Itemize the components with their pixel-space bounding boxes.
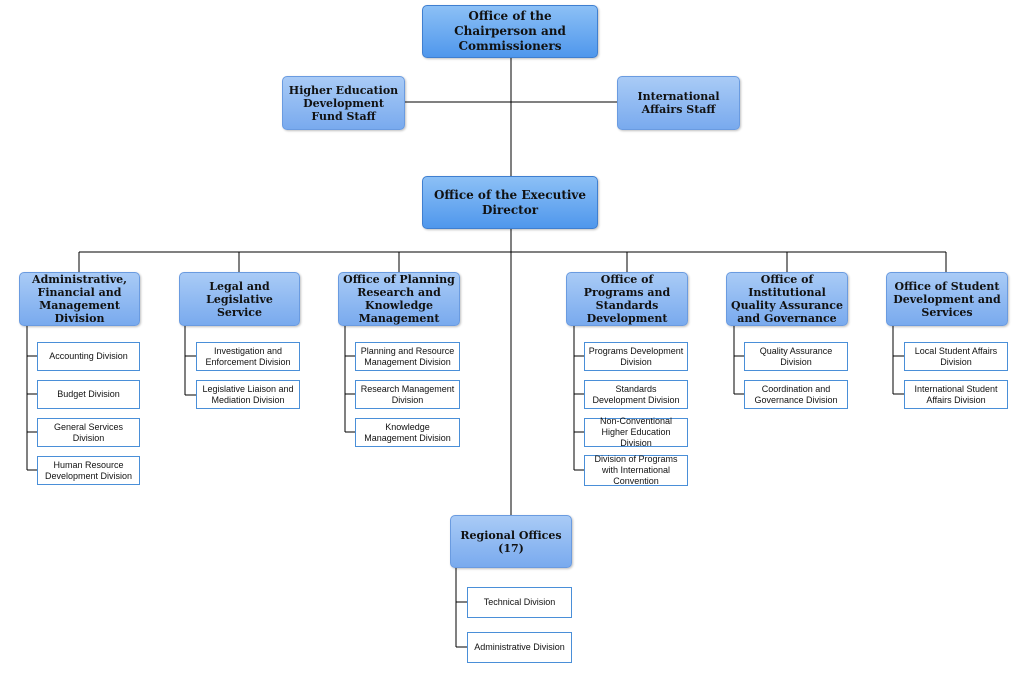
- unit-box-programs-standards: Office of Programs and Standards Develop…: [566, 272, 688, 326]
- division-box: Accounting Division: [37, 342, 140, 371]
- hedf-staff-box: Higher Education Development Fund Staff: [282, 76, 405, 130]
- division-box: Programs Development Division: [584, 342, 688, 371]
- division-box: Knowledge Management Division: [355, 418, 460, 447]
- division-box: Legislative Liaison and Mediation Divisi…: [196, 380, 300, 409]
- unit-box-quality-assurance: Office of Institutional Quality Assuranc…: [726, 272, 848, 326]
- unit-box-legal: Legal and Legislative Service: [179, 272, 300, 326]
- unit-box-admin-financial: Administrative, Financial and Management…: [19, 272, 140, 326]
- division-box: Non-Conventional Higher Education Divisi…: [584, 416, 688, 448]
- division-box: Technical Division: [467, 587, 572, 618]
- division-box: Coordination and Governance Division: [744, 380, 848, 409]
- regional-offices-box: Regional Offices (17): [450, 515, 572, 568]
- division-box: Standards Development Division: [584, 380, 688, 409]
- division-box: Planning and Resource Management Divisio…: [355, 342, 460, 371]
- executive-director-box: Office of the Executive Director: [422, 176, 598, 229]
- chairperson-office-box: Office of the Chairperson and Commission…: [422, 5, 598, 58]
- division-box: Administrative Division: [467, 632, 572, 663]
- international-affairs-staff-box: International Affairs Staff: [617, 76, 740, 130]
- division-box: Human Resource Development Division: [37, 456, 140, 485]
- division-box: Investigation and Enforcement Division: [196, 342, 300, 371]
- division-box: Research Management Division: [355, 380, 460, 409]
- division-box: Budget Division: [37, 380, 140, 409]
- division-box: General Services Division: [37, 418, 140, 447]
- unit-box-student-development: Office of Student Development and Servic…: [886, 272, 1008, 326]
- division-box: Local Student Affairs Division: [904, 342, 1008, 371]
- division-box: Division of Programs with International …: [584, 454, 688, 486]
- unit-box-planning-research: Office of Planning Research and Knowledg…: [338, 272, 460, 326]
- division-box: Quality Assurance Division: [744, 342, 848, 371]
- division-box: International Student Affairs Division: [904, 380, 1008, 409]
